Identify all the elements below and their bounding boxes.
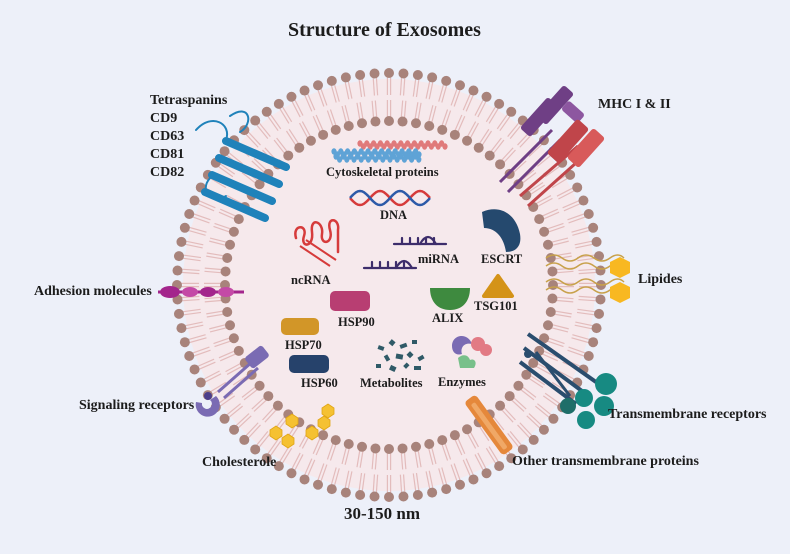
label-mhc: MHC I & II (598, 97, 671, 112)
label-dna: DNA (380, 208, 408, 222)
ncrna-hairpin (294, 219, 340, 267)
label-transmembrane-receptors: Transmembrane receptors (608, 407, 767, 422)
cholesterol-molecules (269, 403, 335, 449)
dna-helix (349, 189, 431, 207)
tetraspanin-protein (195, 110, 290, 222)
tetraspanins-heading: Tetraspanins (150, 93, 228, 108)
hsp90-protein (330, 291, 370, 311)
label-mirna: miRNA (418, 252, 459, 266)
adhesion-molecule (158, 286, 244, 298)
size-label: 30-150 nm (344, 504, 421, 523)
label-hsp60: HSP60 (301, 376, 338, 390)
signaling-receptor (195, 345, 269, 417)
mirna-strands (362, 235, 448, 270)
escrt-complex (482, 209, 521, 252)
label-hsp90: HSP90 (338, 315, 375, 329)
label-lipides: Lipides (638, 272, 683, 287)
enzyme-proteins (452, 335, 492, 368)
other-transmembrane-protein (465, 395, 513, 455)
label-alix: ALIX (432, 311, 464, 325)
hsp60-protein (289, 355, 329, 373)
label-tsg101: TSG101 (474, 299, 518, 313)
label-signaling-receptors: Signaling receptors (79, 398, 195, 413)
mhc-molecules (498, 85, 605, 208)
label-metabolites: Metabolites (360, 376, 423, 390)
label-cytoskeletal-proteins: Cytoskeletal proteins (326, 165, 439, 179)
metabolite-particles (376, 339, 425, 372)
transmembrane-receptors (518, 332, 617, 429)
label-enzymes: Enzymes (438, 375, 486, 389)
label-hsp70: HSP70 (285, 338, 322, 352)
label-escrt: ESCRT (481, 252, 523, 266)
hsp70-protein (281, 318, 319, 335)
label-cholesterole: Cholesterole (202, 455, 277, 470)
label-ncrna: ncRNA (291, 273, 331, 287)
lipid-molecules (545, 254, 630, 303)
label-adhesion-molecules: Adhesion molecules (34, 284, 152, 299)
tetraspanin-cd82: CD82 (150, 165, 185, 180)
cytoskeletal-filaments (331, 140, 448, 163)
tetraspanin-cd9: CD9 (150, 111, 178, 126)
tetraspanin-cd63: CD63 (150, 129, 185, 144)
diagram-title: Structure of Exosomes (288, 19, 481, 41)
tetraspanin-cd81: CD81 (150, 147, 185, 162)
vesicle-lumen (183, 79, 595, 491)
label-other-transmembrane-proteins: Other transmembrane proteins (512, 454, 699, 469)
alix-protein (430, 288, 470, 310)
tsg101-protein (482, 274, 514, 298)
